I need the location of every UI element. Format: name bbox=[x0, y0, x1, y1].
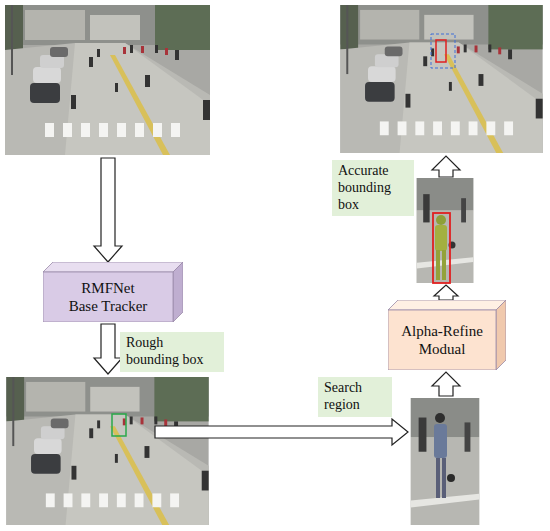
module-label: RMFNet Base Tracker bbox=[65, 279, 151, 315]
rough-box bbox=[112, 414, 126, 436]
hollow-arrow bbox=[432, 156, 460, 177]
annotation-label: Rough bounding box bbox=[126, 335, 218, 369]
cube-face bbox=[388, 310, 496, 370]
hollow-arrow bbox=[94, 324, 122, 374]
hollow-arrow bbox=[434, 285, 458, 300]
hollow-arrow bbox=[155, 419, 408, 445]
cube-face bbox=[496, 300, 506, 370]
pedestrian bbox=[434, 413, 455, 498]
cube-face bbox=[388, 300, 506, 310]
label-box: Accurate bounding box bbox=[332, 160, 414, 216]
module-box: Alpha-Refine Modual bbox=[388, 300, 506, 370]
frame-image bbox=[6, 377, 208, 525]
frame-image bbox=[340, 5, 542, 153]
hollow-arrow bbox=[432, 372, 460, 396]
annotation-label: Accurate bounding box bbox=[338, 163, 408, 213]
crop-image bbox=[411, 398, 479, 525]
cube-face bbox=[43, 262, 183, 272]
front-face: RMFNet Base Tracker bbox=[43, 272, 173, 322]
frame-image bbox=[5, 5, 210, 155]
result-box bbox=[433, 213, 450, 283]
label-box: Rough bounding box bbox=[120, 332, 224, 372]
search-box bbox=[431, 34, 455, 68]
annotation-label: Search region bbox=[324, 380, 386, 414]
result-box bbox=[436, 40, 446, 62]
cube-face bbox=[173, 262, 183, 322]
crop-image bbox=[417, 178, 474, 283]
front-face: Alpha-Refine Modual bbox=[388, 310, 496, 370]
pedestrian-mask bbox=[435, 215, 456, 280]
module-label: Alpha-Refine Modual bbox=[396, 322, 488, 358]
cube-face bbox=[43, 272, 173, 322]
hollow-arrow bbox=[94, 158, 122, 262]
label-box: Search region bbox=[318, 377, 392, 417]
module-box: RMFNet Base Tracker bbox=[43, 262, 183, 322]
